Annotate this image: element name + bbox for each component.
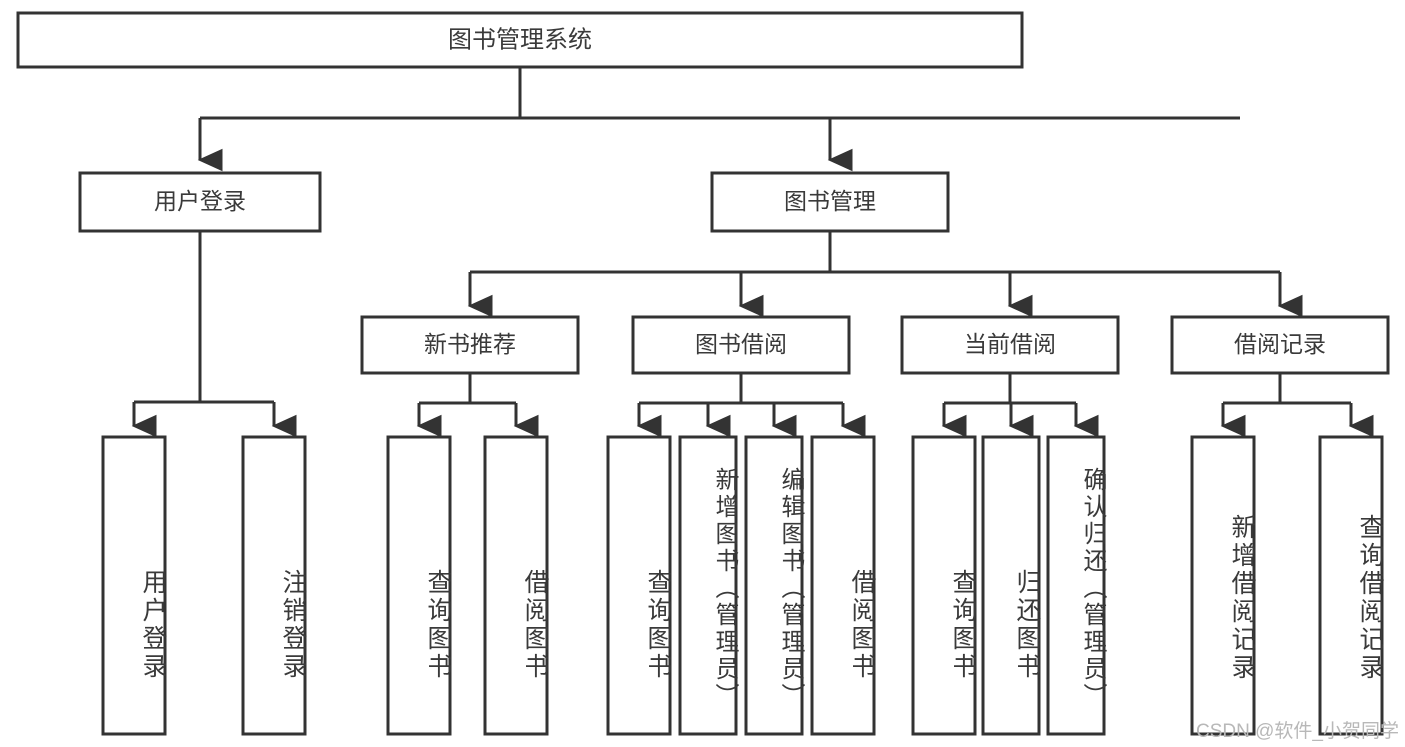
- node-borrow-record-label: 借阅记录: [1234, 331, 1326, 357]
- watermark-text: CSDN @软件_小贺同学: [1196, 721, 1399, 742]
- connectors-currentborrow-to-leaves: [941, 373, 1099, 438]
- leaf-box-add-borrow-record[interactable]: [1190, 435, 1256, 736]
- leaf-box-confirm-return[interactable]: [1046, 435, 1106, 736]
- leaf-box-query-book-3[interactable]: [911, 435, 977, 736]
- node-book-borrow[interactable]: 图书借阅: [631, 315, 851, 375]
- leaf-box-query-borrow-record[interactable]: [1318, 435, 1384, 736]
- node-user-login[interactable]: 用户登录: [78, 171, 322, 233]
- node-root[interactable]: 图书管理系统: [16, 11, 1024, 69]
- node-new-book-recommend-label: 新书推荐: [424, 331, 516, 357]
- leaf-box-user-login[interactable]: [101, 435, 167, 736]
- node-book-manage-label: 图书管理: [784, 188, 876, 214]
- leaf-boxes: [101, 435, 1384, 736]
- node-new-book-recommend[interactable]: 新书推荐: [360, 315, 580, 375]
- leaf-box-edit-book[interactable]: [744, 435, 804, 736]
- leaf-box-borrow-book-1[interactable]: [483, 435, 549, 736]
- leaf-box-return-book[interactable]: [981, 435, 1041, 736]
- node-current-borrow[interactable]: 当前借阅: [900, 315, 1120, 375]
- leaf-box-add-book[interactable]: [678, 435, 738, 736]
- node-book-borrow-label: 图书借阅: [695, 331, 787, 357]
- node-current-borrow-label: 当前借阅: [964, 331, 1056, 357]
- connectors-newbook-to-leaves: [416, 373, 539, 438]
- connectors-root-to-level1: [197, 67, 1240, 172]
- connectors-bookmanage-to-level2: [467, 231, 1303, 318]
- node-borrow-record[interactable]: 借阅记录: [1170, 315, 1390, 375]
- connectors-bookborrow-to-leaves: [636, 373, 866, 438]
- connectors-userlogin-to-leaves: [131, 231, 297, 438]
- leaf-box-user-logout[interactable]: [241, 435, 307, 736]
- leaf-box-query-book-2[interactable]: [606, 435, 672, 736]
- leaf-box-query-book-1[interactable]: [386, 435, 452, 736]
- leaf-box-borrow-book-2[interactable]: [810, 435, 876, 736]
- connectors-borrowrecord-to-leaves: [1220, 373, 1374, 438]
- node-user-login-label: 用户登录: [154, 188, 246, 214]
- node-book-manage[interactable]: 图书管理: [710, 171, 950, 233]
- node-root-label: 图书管理系统: [448, 26, 592, 53]
